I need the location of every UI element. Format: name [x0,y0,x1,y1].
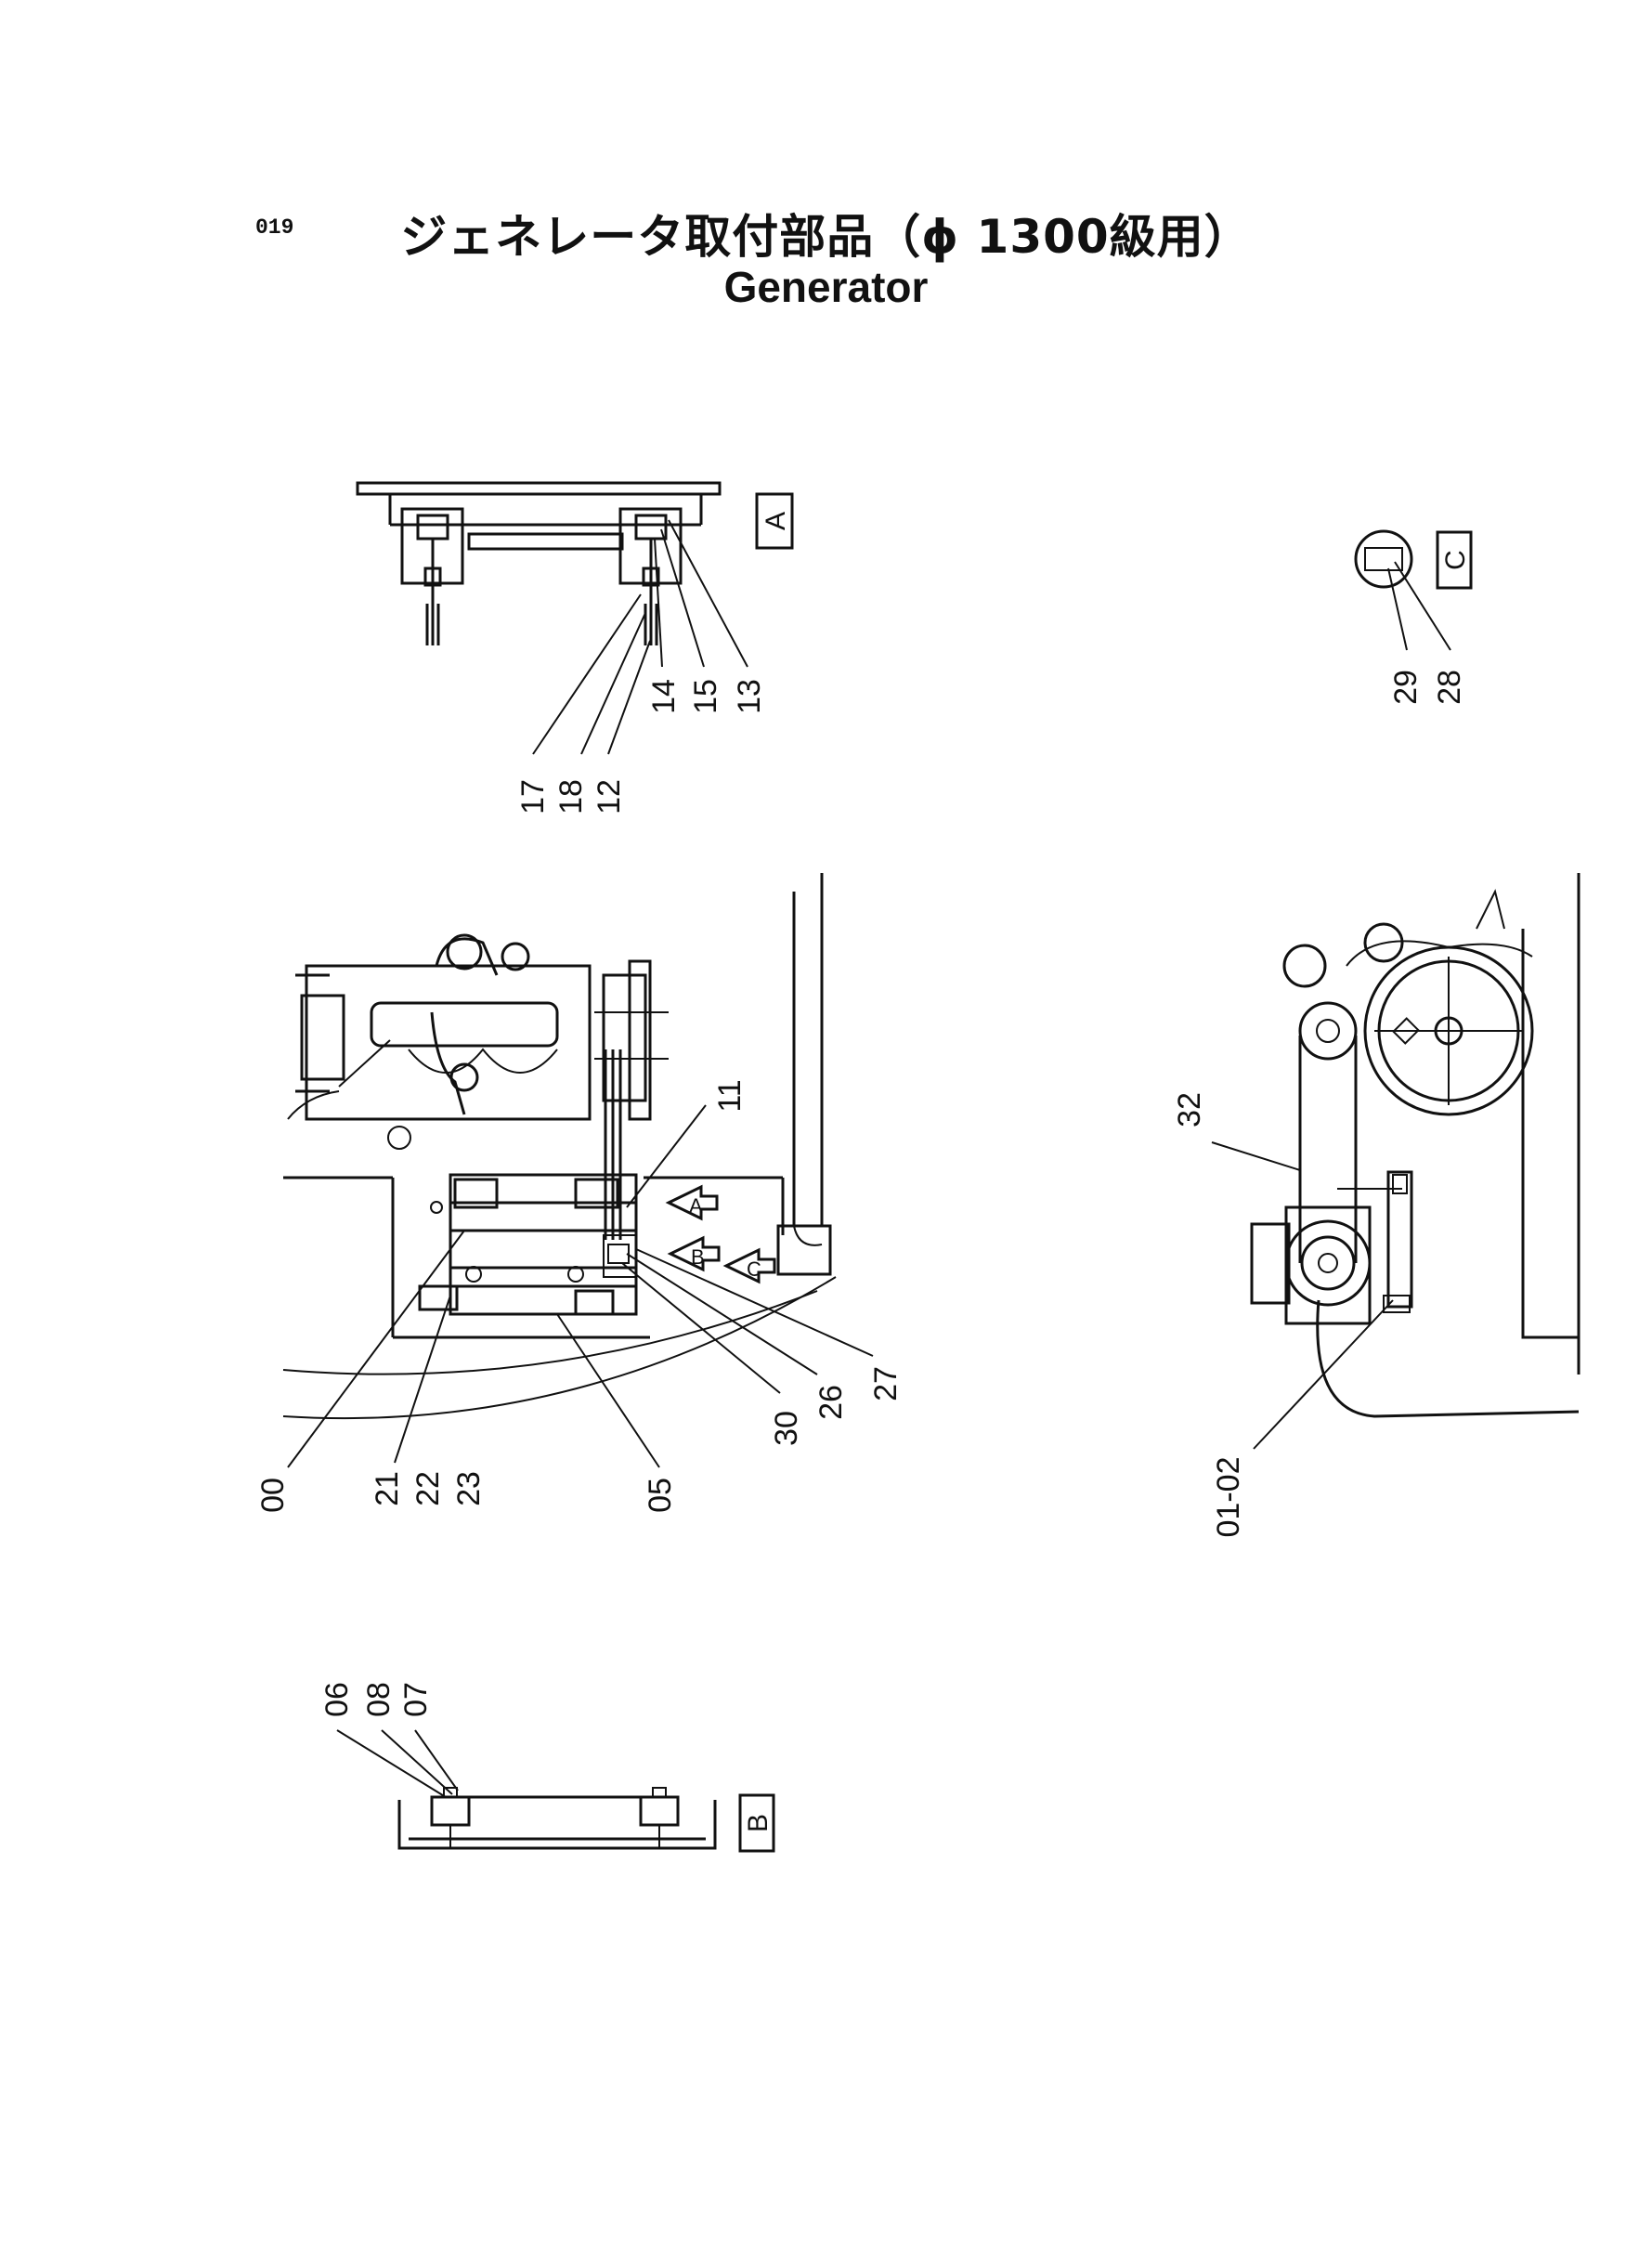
label-28: 28 [1432,670,1467,705]
label-08: 08 [361,1682,397,1717]
label-22: 22 [410,1471,446,1506]
view-arrow-a: A [665,1184,719,1221]
svg-text:B: B [691,1245,705,1269]
view-b-drawing [336,1729,717,1850]
page-title-jp: ジェネレータ取付部品（ϕ 1300級用） [400,210,1252,264]
svg-text:A: A [689,1194,703,1218]
label-13: 13 [732,679,767,714]
main-view-drawing [282,873,874,1468]
side-view-drawing [1211,873,1580,1450]
label-00: 00 [255,1478,291,1513]
label-14: 14 [646,679,682,714]
label-07: 07 [398,1682,434,1717]
view-a-drawing [356,481,748,755]
label-26: 26 [813,1385,849,1420]
view-a-labels: 17 18 12 14 15 13 [515,679,767,814]
label-27: 27 [868,1366,904,1401]
view-arrow-b: B [667,1235,721,1272]
svg-text:B: B [743,1814,774,1832]
label-32: 32 [1172,1092,1207,1127]
view-c-labels: 29 28 [1388,670,1467,705]
label-12: 12 [592,779,627,814]
label-30: 30 [769,1411,804,1446]
label-15: 15 [688,679,723,714]
view-arrow-c: C [722,1247,776,1284]
label-11: 11 [712,1079,748,1112]
view-b-box: B [738,1793,775,1853]
main-view-labels: 11 00 21 22 23 05 30 26 27 [255,1079,904,1513]
side-view-labels: 32 01-02 [1172,1092,1246,1537]
view-a-box: A [755,492,794,550]
svg-text:C: C [1440,550,1471,570]
label-23: 23 [451,1471,487,1506]
label-05: 05 [643,1478,678,1513]
svg-text:A: A [761,512,791,530]
page-number: 019 [255,215,294,240]
label-21: 21 [370,1471,405,1506]
label-06: 06 [319,1682,355,1717]
view-c-box: C [1436,530,1473,590]
label-18: 18 [553,779,589,814]
label-01-02: 01-02 [1211,1457,1246,1538]
page-title-en: Generator [723,263,929,311]
label-29: 29 [1388,670,1424,705]
svg-text:C: C [747,1257,761,1281]
label-17: 17 [515,779,551,814]
view-b-labels: 06 08 07 [319,1682,434,1717]
view-c-drawing [1354,529,1451,651]
